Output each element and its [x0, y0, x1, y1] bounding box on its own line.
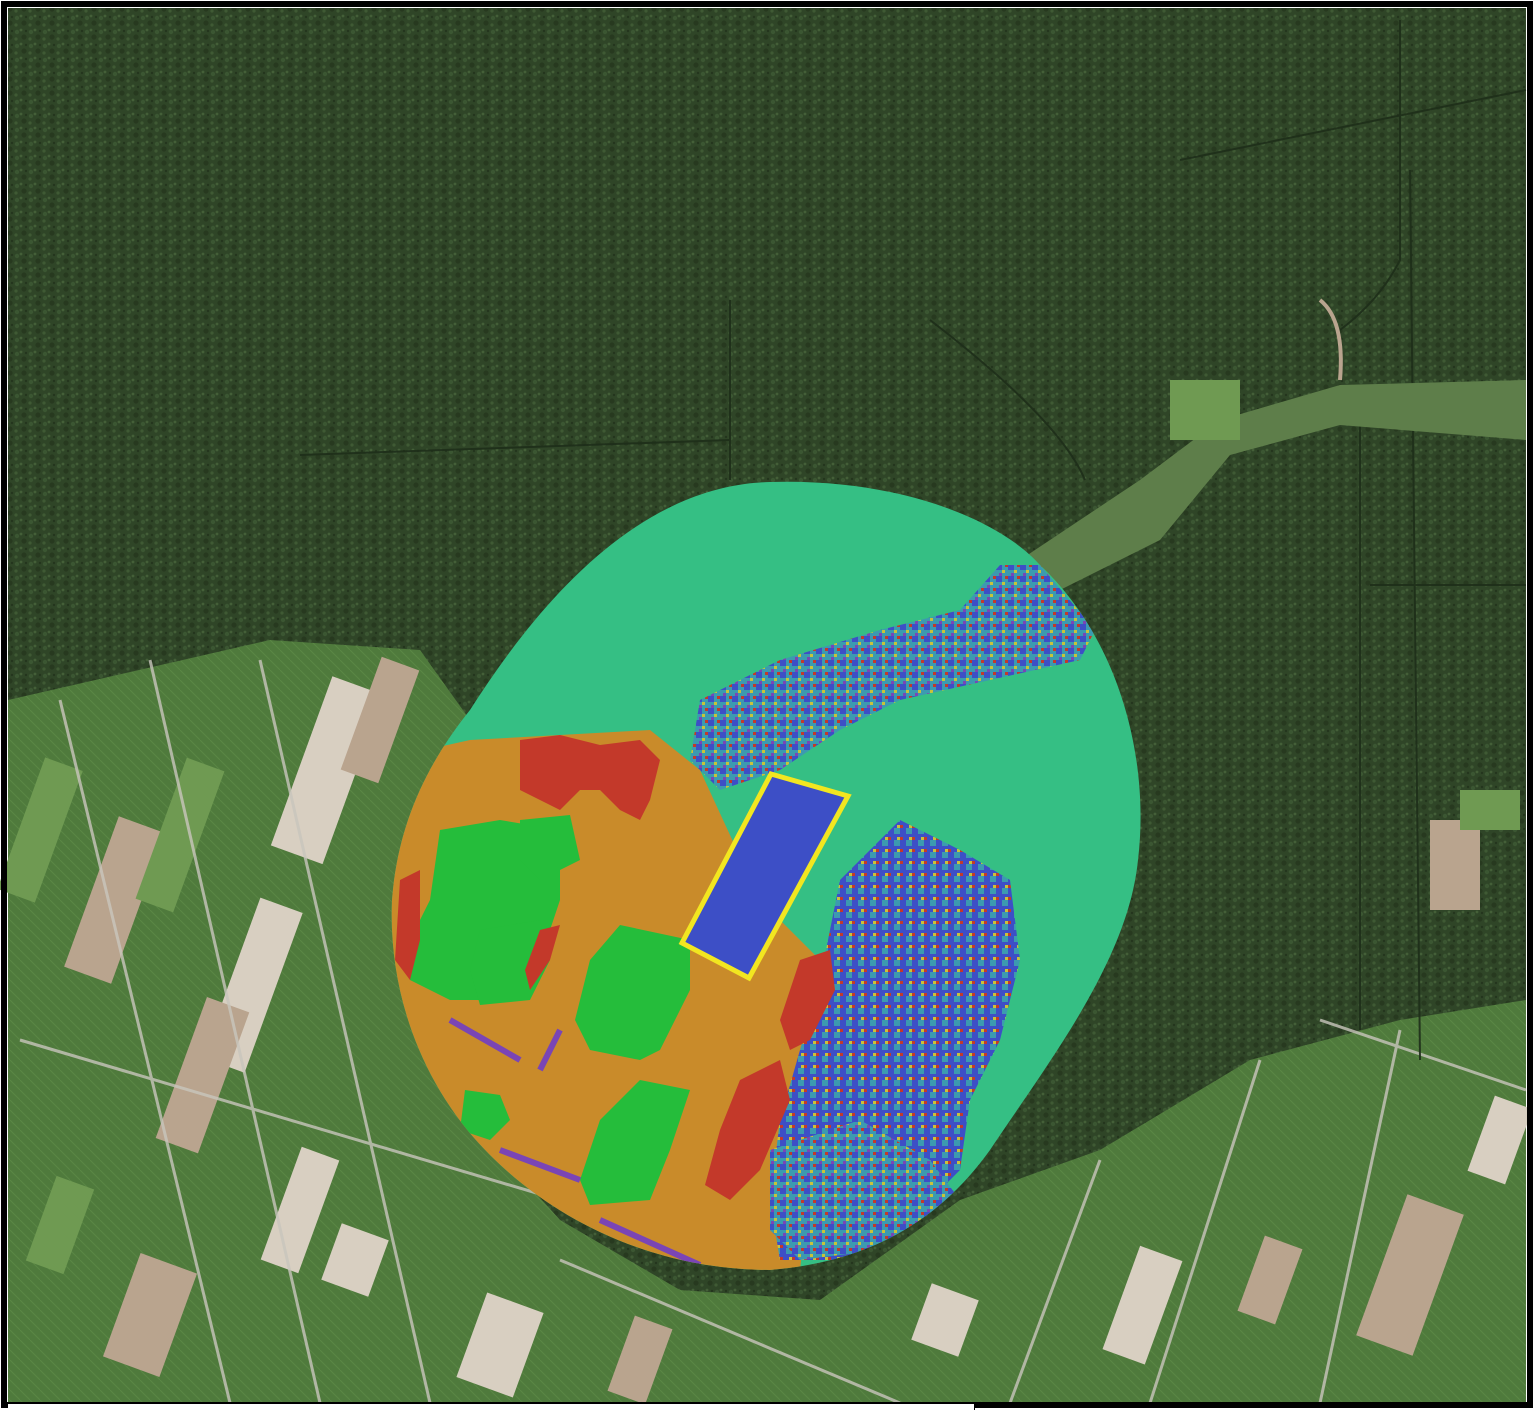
- class-green-patch-2: [520, 815, 580, 880]
- class-red-strip-2: [705, 1060, 790, 1200]
- class-red-strip-3: [780, 950, 835, 1050]
- class-green-patch-4: [575, 925, 690, 1060]
- bottom-panel: [8, 1403, 975, 1410]
- class-green-patch-5: [580, 1080, 690, 1205]
- settlement-strip: [1020, 298, 1526, 590]
- class-red-strip-1: [525, 925, 560, 990]
- class-red-west: [395, 870, 420, 980]
- class-purple-edges: [448, 1017, 702, 1268]
- selected-area-fill: [682, 774, 848, 978]
- class-red-north: [520, 735, 660, 820]
- class-mixed-corridor: [690, 565, 1095, 790]
- forest-trails: [299, 20, 1527, 1061]
- field-roads: [19, 659, 1527, 1405]
- selection-rectangle[interactable]: [678, 771, 852, 982]
- field-parcels: [0, 656, 1533, 1405]
- class-green-patch-6: [460, 1090, 510, 1140]
- classified-zone[interactable]: [380, 481, 1141, 1270]
- class-mixed-south: [770, 1120, 960, 1260]
